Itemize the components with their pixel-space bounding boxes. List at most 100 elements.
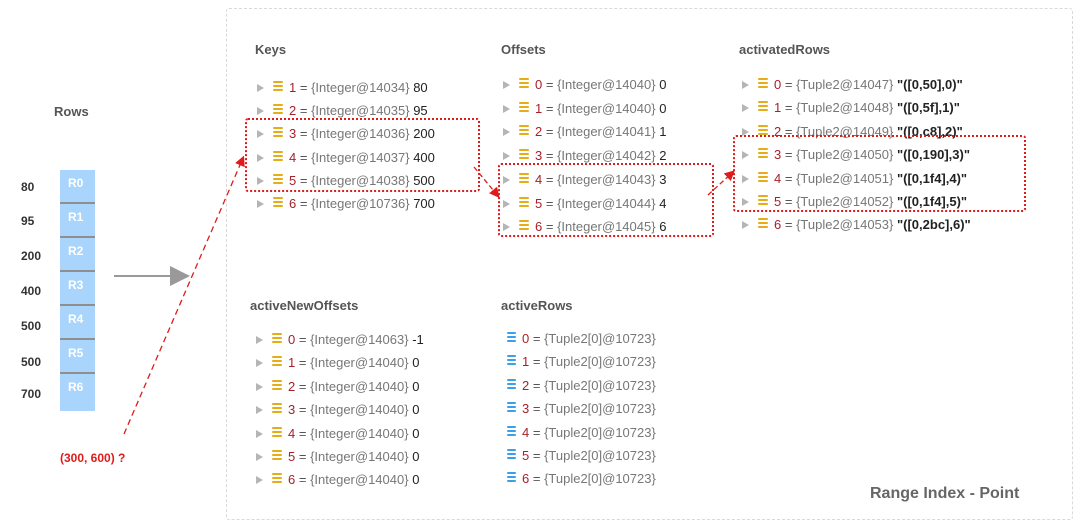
list-icon [273,197,283,209]
entry-index: 4 [774,170,782,186]
entry-type: {Integer@14045} [557,219,656,235]
entry-index: 2 [535,124,543,140]
entry-index: 6 [774,217,782,233]
equals-sign: = [296,196,312,211]
entry-type: {Integer@14037} [311,149,410,165]
array-icon [504,449,516,461]
row-divider [60,372,95,374]
entry-type: {Tuple2@14053} [796,217,894,233]
row-divider [60,270,95,272]
list-icon [519,101,529,114]
expand-arrow-icon [256,359,263,368]
row-value-label: 80 [21,180,35,194]
list-icon [272,403,282,415]
expand-arrow-icon [257,176,264,185]
list-icon [758,101,768,113]
entry-value: 0 [659,100,667,116]
list-entry: 1 = {Tuple2[0]@10723} [504,351,656,373]
entry-type: {Integer@14034} [311,80,410,95]
entry-index: 3 [774,147,782,163]
list-icon [519,78,529,90]
list-entry: 5 = {Tuple2[0]@10723} [504,445,656,467]
entry-type: {Tuple2[0]@10723} [544,424,656,440]
list-icon [272,356,282,368]
entry-index: 4 [289,149,297,165]
offsets-to-activated-arrow [707,170,735,196]
list-icon [272,426,282,439]
equals-sign: = [542,77,558,92]
entry-index: 1 [288,355,296,371]
entry-type: {Integer@14040} [557,100,656,116]
entry-index: 2 [288,378,296,394]
entry-index: 6 [289,196,297,211]
entry-type: {Integer@14040} [310,449,409,464]
equals-sign: = [542,219,558,235]
entry-type: {Integer@14040} [310,402,409,418]
equals-sign: = [296,172,312,188]
expand-arrow-icon [503,175,510,184]
entry-value: "([0,190],3)" [896,147,971,163]
entry-index: 2 [289,103,297,119]
equals-sign: = [781,147,797,163]
entry-index: 6 [522,471,530,487]
keys-title: Keys [255,42,287,57]
list-entry: 3 = {Integer@14040} 0 [256,399,419,421]
entry-index: 6 [288,472,296,488]
row-value-label: 500 [21,355,42,369]
entry-index: 3 [288,402,296,418]
array-icon [504,332,516,344]
list-icon [758,171,768,184]
list-entry: 5 = {Integer@14038} 500 [257,170,435,192]
list-icon [519,149,529,161]
expand-arrow-icon [257,107,264,116]
equals-sign: = [529,354,545,370]
entry-index: 5 [774,194,782,209]
array-icon [504,402,516,414]
offsets-title: Offsets [501,42,546,57]
entry-type: {Tuple2@14050} [796,147,894,163]
row-cell: R0 [60,170,95,204]
entry-value: 2 [659,148,667,164]
entry-value: 400 [413,149,435,165]
list-entry: 4 = {Integer@14040} 0 [256,423,419,445]
entry-index: 1 [774,100,782,116]
row-value-label: 95 [21,214,35,228]
equals-sign: = [529,448,545,463]
active-new-offsets-title: activeNewOffsets [250,298,359,313]
equals-sign: = [542,100,558,116]
entry-type: {Integer@14042} [557,148,656,164]
list-icon [519,196,529,209]
entry-type: {Integer@14036} [311,126,410,142]
row-value-label: 400 [21,284,42,298]
row-cell: R5 [60,340,95,374]
row-cell: R6 [60,374,95,411]
array-icon [504,378,516,391]
entry-index: 5 [288,449,296,464]
entry-type: {Integer@14040} [310,355,409,371]
entry-index: 6 [535,219,543,235]
entry-index: 5 [522,448,530,463]
list-entry: 2 = {Integer@14040} 0 [256,376,419,398]
entry-value: 0 [659,77,667,92]
entry-value: 80 [413,80,428,95]
list-entry: 5 = {Integer@14044} 4 [503,193,666,215]
list-entry: 1 = {Integer@14034} 80 [257,77,428,99]
entry-value: "([0,1f4],5)" [896,194,968,209]
list-icon [273,81,283,93]
equals-sign: = [296,103,312,119]
list-entry: 3 = {Tuple2@14050} "([0,190],3)" [742,144,970,166]
entry-type: {Integer@14040} [310,472,409,488]
entry-value: 0 [412,402,420,418]
row-cell: R2 [60,238,95,272]
row-cell: R3 [60,272,95,306]
query-to-keys-arrow [123,155,245,435]
equals-sign: = [529,331,545,346]
entry-value: -1 [412,332,424,347]
entry-type: {Tuple2@14052} [796,194,894,209]
entry-type: {Integer@14040} [310,378,409,394]
entry-type: {Integer@14043} [557,171,656,187]
equals-sign: = [295,425,311,441]
equals-sign: = [295,378,311,394]
entry-index: 0 [535,77,543,92]
equals-sign: = [296,80,312,95]
